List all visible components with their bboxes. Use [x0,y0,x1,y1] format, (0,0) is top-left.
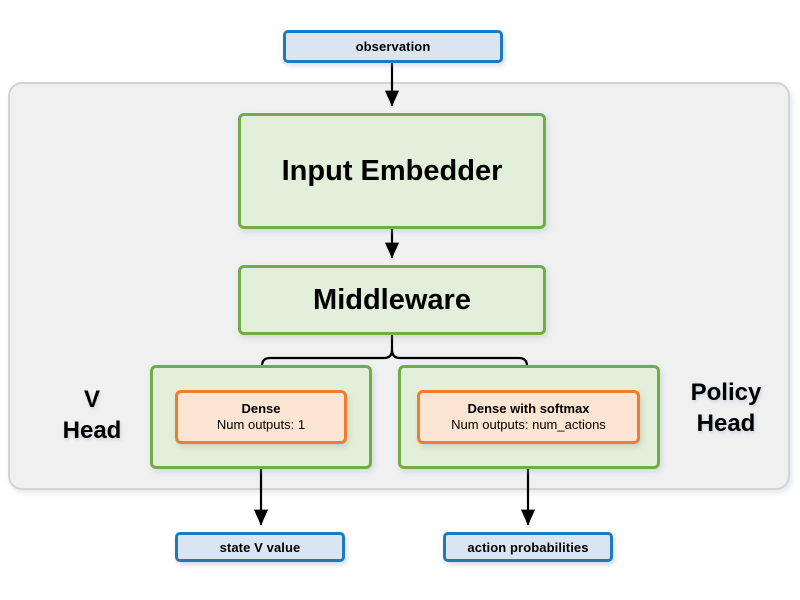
input-embedder-node[interactable]: Input Embedder [238,113,546,229]
v-head-label: V Head [40,385,144,446]
state-v-value-node[interactable]: state V value [175,532,345,562]
policy-head-label-line1: Policy [690,379,762,406]
policy-head-dense-title: Dense with softmax [467,400,590,416]
state-v-value-label: state V value [219,539,301,555]
observation-node[interactable]: observation [283,30,503,63]
policy-head-label: Policy Head [664,378,788,439]
v-head-label-line2: Head [62,416,122,444]
policy-head-dense-node[interactable]: Dense with softmax Num outputs: num_acti… [417,390,640,444]
v-head-dense-title: Dense [241,400,281,416]
action-probabilities-label: action probabilities [467,539,589,555]
v-head-label-line1: V [83,386,100,413]
middleware-label: Middleware [313,283,471,316]
observation-label: observation [355,39,431,54]
v-head-dense-node[interactable]: Dense Num outputs: 1 [175,390,347,444]
policy-head-label-line2: Head [696,409,756,437]
v-head-dense-subtitle: Num outputs: 1 [216,417,306,432]
middleware-node[interactable]: Middleware [238,265,546,335]
input-embedder-label: Input Embedder [281,154,503,187]
action-probabilities-node[interactable]: action probabilities [443,532,613,562]
policy-head-dense-subtitle: Num outputs: num_actions [451,417,606,432]
